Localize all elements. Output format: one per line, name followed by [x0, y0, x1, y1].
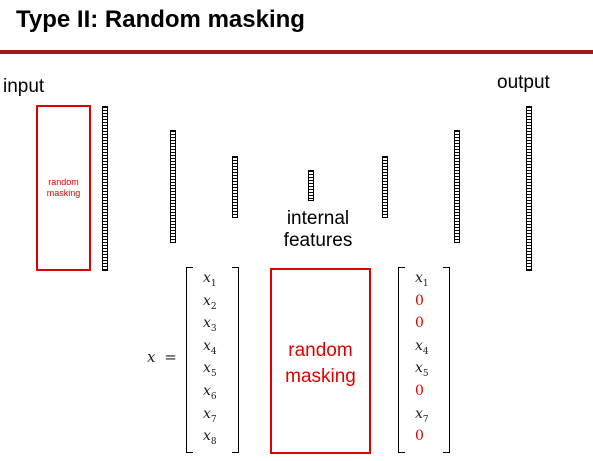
internal-features-line2: features [283, 230, 353, 251]
big-masking-line1: random [288, 340, 353, 361]
small-masking-label: random masking [36, 177, 91, 199]
input-vector-left-bracket [186, 267, 193, 453]
masked-vector-entry-2: 0 [415, 292, 424, 309]
input-vector-entry-4: x4 [203, 337, 217, 357]
masked-vector-entry-5: x5 [415, 360, 429, 380]
masked-vector-left-bracket [398, 267, 405, 453]
layer-encoder-1 [170, 130, 176, 243]
input-vector-entry-3: x3 [203, 315, 217, 334]
masked-vector-entry-8: 0 [415, 428, 424, 445]
layer-encoder-2 [232, 156, 238, 218]
masked-vector-right-bracket [443, 267, 450, 453]
internal-features-line1: internal [286, 208, 350, 229]
layer-output [526, 106, 532, 271]
layer-decoder-2 [454, 130, 460, 243]
input-label: input [3, 76, 45, 97]
output-label: output [497, 72, 550, 93]
input-vector-entry-6: x6 [203, 383, 217, 402]
big-random-masking-box [270, 268, 371, 454]
big-masking-line2: masking [285, 366, 356, 387]
input-vector-entry-8: x8 [203, 428, 217, 447]
equals-sign: = [164, 348, 177, 366]
small-random-masking-box [36, 105, 91, 271]
layer-input [102, 106, 108, 271]
small-masking-line1: random [48, 177, 79, 187]
lhs-variable: x [147, 348, 156, 366]
input-vector-entry-2: x2 [203, 292, 217, 312]
equation-lhs: x = [147, 348, 177, 366]
masked-vector-entry-3: 0 [415, 315, 424, 332]
input-vector-right-bracket [232, 267, 239, 453]
layer-decoder-1 [382, 156, 388, 218]
input-vector-entry-1: x1 [203, 270, 217, 289]
input-vector-entry-5: x5 [203, 360, 217, 380]
slide-title: Type II: Random masking [16, 6, 305, 33]
internal-features-label: internal features [258, 208, 378, 252]
masked-vector-entry-6: 0 [415, 383, 424, 399]
input-vector-entry-7: x7 [203, 405, 217, 425]
layer-bottleneck [308, 170, 314, 201]
title-divider [0, 50, 593, 54]
big-masking-label: random masking [270, 338, 371, 390]
masked-vector-entry-1: x1 [415, 270, 429, 289]
small-masking-line2: masking [46, 188, 81, 198]
masked-vector-entry-7: x7 [415, 405, 429, 425]
masked-vector-entry-4: x4 [415, 337, 429, 357]
